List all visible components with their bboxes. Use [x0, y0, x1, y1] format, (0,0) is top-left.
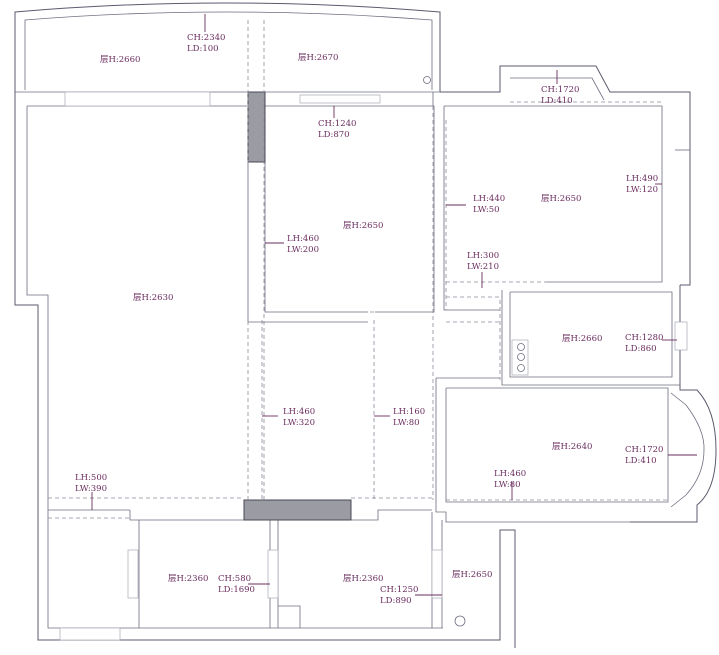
window-bottom-left: [59, 627, 121, 641]
opening-label-line2: LD:1690: [218, 585, 255, 595]
opening-label-line1: LH:440: [473, 194, 505, 204]
beam-lines: [48, 20, 669, 519]
opening-label-line2: LW:200: [287, 245, 319, 255]
opening-label-line1: CH:1250: [380, 585, 418, 595]
opening-label-line1: LH:160: [393, 407, 425, 417]
opening-label-line1: CH:580: [218, 574, 251, 584]
opening-label-line1: CH:1720: [541, 85, 579, 95]
window-living-top: [64, 91, 211, 107]
structural-column-upper: [247, 91, 266, 163]
opening-label-line2: LD:860: [625, 344, 657, 354]
room-height-corridor: 层H:2650: [452, 570, 492, 580]
opening-label-line1: CH:2340: [187, 33, 225, 43]
washer-box: [511, 339, 529, 376]
opening-label-line2: LD:100: [187, 44, 219, 54]
opening-label-line2: LD:890: [380, 596, 412, 606]
opening-label-line1: CH:1280: [625, 333, 663, 343]
opening-label-line1: LH:460: [494, 469, 526, 479]
room-height-kitchen: 层H:2360: [168, 574, 208, 584]
room-height-bedroom-1: 层H:2650: [343, 221, 383, 231]
measurement-markers: [91, 14, 697, 596]
opening-label-line1: LH:460: [283, 407, 315, 417]
opening-labels: CH:2340 LD:100 CH:1240 LD:870 CH:1720 LD…: [75, 33, 663, 606]
opening-label-line2: LD:410: [625, 456, 657, 466]
interior-walls: [15, 76, 688, 641]
room-height-bedroom-2: 层H:2650: [541, 194, 581, 204]
structural-beam-lower: [243, 499, 352, 521]
opening-label-line2: LW:80: [494, 480, 521, 490]
room-height-bathroom: 层H:2660: [562, 334, 602, 344]
opening-label-line1: LH:300: [467, 251, 499, 261]
window-right-lower: [431, 549, 443, 599]
window-bedroom1-top: [299, 94, 381, 104]
opening-label-line2: LD:870: [318, 130, 350, 140]
room-height-dining: 层H:2360: [343, 574, 383, 584]
room-height-living: 层H:2630: [133, 293, 173, 303]
opening-label-line2: LD:410: [541, 96, 573, 106]
opening-label-line2: LW:120: [626, 185, 658, 195]
room-height-labels: 层H:2660 层H:2670 层H:2630 层H:2650 层H:2650 …: [100, 53, 602, 584]
opening-label-line2: LW:390: [75, 484, 107, 494]
window-bath: [674, 321, 688, 351]
opening-label-line1: CH:1240: [318, 119, 356, 129]
opening-label-line1: LH:460: [287, 234, 319, 244]
opening-label-line2: LW:320: [283, 418, 315, 428]
opening-label-line1: CH:1720: [625, 445, 663, 455]
room-height-balcony-left: 层H:2660: [100, 55, 140, 65]
room-height-balcony-right: 层H:2670: [298, 53, 338, 63]
room-height-bedroom-3: 层H:2640: [552, 442, 592, 452]
outer-walls: [14, 2, 717, 648]
opening-label-line2: LW:210: [467, 262, 499, 272]
opening-label-line2: LW:50: [473, 205, 500, 215]
window-kitchen-side: [127, 549, 139, 599]
opening-label-line1: LH:500: [75, 473, 107, 483]
window-wc-side: [267, 549, 279, 599]
opening-label-line2: LW:80: [393, 418, 420, 428]
opening-label-line1: LH:490: [626, 174, 658, 184]
